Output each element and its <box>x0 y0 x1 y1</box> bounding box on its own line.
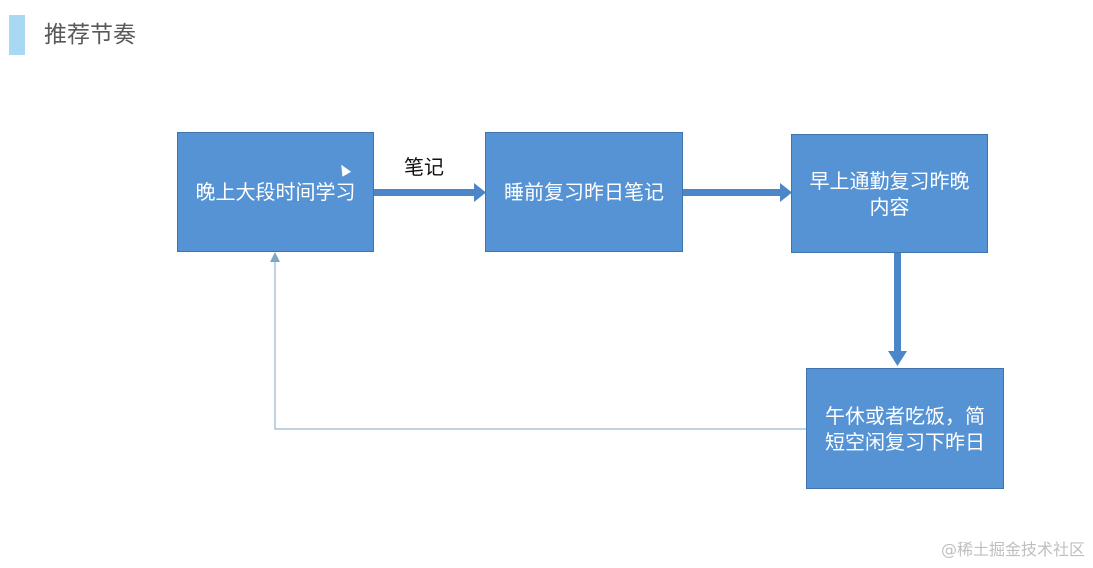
title-accent-bar <box>9 15 25 55</box>
node-bedtime-review: 睡前复习昨日笔记 <box>485 132 683 252</box>
page-title: 推荐节奏 <box>44 22 136 48</box>
node-lunch-review-line-1: 午休或者吃饭，简 <box>825 403 985 428</box>
node-lunch-review: 午休或者吃饭，简 短空闲复习下昨日 <box>806 368 1004 489</box>
watermark: @稀土掘金技术社区 <box>940 540 1085 559</box>
node-evening-study-line-1: 晚上大段时间学习 <box>195 180 356 204</box>
node-lunch-review-line-2: 短空闲复习下昨日 <box>825 429 985 454</box>
node-bedtime-review-line-1: 睡前复习昨日笔记 <box>504 180 664 204</box>
edge-n2-n3 <box>683 183 792 202</box>
node-evening-study: 晚上大段时间学习 <box>177 132 374 252</box>
edge-n4-n1 <box>270 252 806 430</box>
edge-n1-n2 <box>374 183 486 202</box>
node-commute-review-line-1: 早上通勤复习昨晚 <box>809 168 970 193</box>
node-commute-review: 早上通勤复习昨晚 内容 <box>791 134 988 253</box>
edge-label-notes: 笔记 <box>404 155 444 179</box>
edge-n3-n4 <box>888 253 907 366</box>
node-commute-review-line-2: 内容 <box>869 194 910 219</box>
